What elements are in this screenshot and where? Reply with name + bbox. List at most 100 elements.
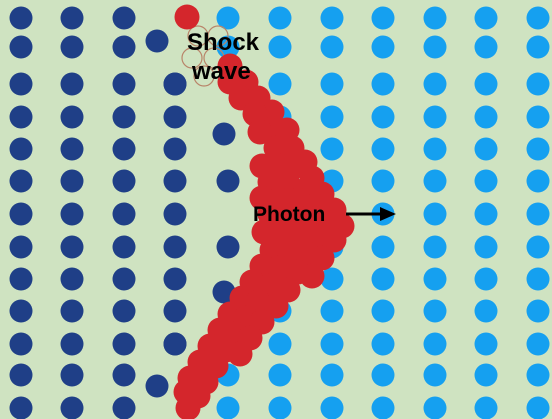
downstream-particle: [371, 72, 395, 96]
downstream-particle: [423, 267, 447, 291]
downstream-particle: [474, 105, 498, 129]
upstream-particle: [216, 169, 240, 193]
downstream-particle: [423, 363, 447, 387]
upstream-particle: [112, 72, 136, 96]
upstream-particle: [112, 267, 136, 291]
downstream-particle: [526, 299, 550, 323]
shock-particle: [174, 4, 200, 30]
shock-particle: [247, 119, 273, 145]
downstream-particle: [423, 169, 447, 193]
downstream-particle: [216, 6, 240, 30]
upstream-particle: [163, 332, 187, 356]
downstream-particle: [268, 332, 292, 356]
shock-particle: [227, 341, 253, 367]
downstream-particle: [474, 299, 498, 323]
downstream-particle: [268, 72, 292, 96]
upstream-particle: [112, 35, 136, 59]
downstream-particle: [320, 105, 344, 129]
upstream-particle: [60, 396, 84, 419]
upstream-particle: [9, 396, 33, 419]
downstream-particle: [423, 137, 447, 161]
outline-circle: [207, 25, 229, 47]
upstream-particle: [60, 105, 84, 129]
downstream-particle: [320, 396, 344, 419]
downstream-particle: [474, 332, 498, 356]
downstream-particle: [474, 235, 498, 259]
upstream-particle: [112, 137, 136, 161]
downstream-particle: [526, 35, 550, 59]
upstream-particle: [9, 202, 33, 226]
upstream-particle: [163, 72, 187, 96]
photon-arrowhead: [380, 207, 396, 221]
upstream-particle: [60, 332, 84, 356]
upstream-particle: [60, 299, 84, 323]
downstream-particle: [371, 105, 395, 129]
downstream-particle: [474, 267, 498, 291]
downstream-particle: [474, 35, 498, 59]
downstream-particle: [526, 396, 550, 419]
downstream-particle: [526, 169, 550, 193]
downstream-particle: [320, 332, 344, 356]
upstream-particle: [112, 363, 136, 387]
downstream-particle: [423, 35, 447, 59]
downstream-particle: [474, 396, 498, 419]
downstream-particle: [320, 299, 344, 323]
upstream-particle: [60, 137, 84, 161]
downstream-particle: [423, 299, 447, 323]
downstream-particle: [526, 363, 550, 387]
upstream-particle: [145, 29, 169, 53]
downstream-particle: [474, 6, 498, 30]
downstream-particle: [423, 6, 447, 30]
upstream-particle: [112, 332, 136, 356]
downstream-particle: [474, 72, 498, 96]
outline-circle: [181, 47, 203, 69]
upstream-particle: [145, 374, 169, 398]
downstream-particle: [320, 363, 344, 387]
upstream-particle: [112, 105, 136, 129]
upstream-particle: [163, 202, 187, 226]
shock-particle: [321, 227, 347, 253]
upstream-particle: [60, 235, 84, 259]
upstream-particle: [60, 202, 84, 226]
downstream-particle: [371, 267, 395, 291]
upstream-particle: [163, 105, 187, 129]
upstream-particles: [9, 6, 240, 419]
downstream-particle: [216, 396, 240, 419]
upstream-particle: [212, 122, 236, 146]
downstream-particle: [526, 6, 550, 30]
upstream-particle: [9, 137, 33, 161]
upstream-particle: [112, 396, 136, 419]
shock-particle: [175, 395, 201, 419]
outline-circle: [193, 65, 215, 87]
upstream-particle: [9, 169, 33, 193]
upstream-particle: [9, 72, 33, 96]
photon-label: Photon: [253, 203, 325, 226]
downstream-particle: [371, 332, 395, 356]
upstream-particle: [216, 235, 240, 259]
downstream-particle: [423, 72, 447, 96]
upstream-particle: [9, 299, 33, 323]
upstream-particle: [60, 6, 84, 30]
downstream-particle: [320, 137, 344, 161]
downstream-particle: [371, 6, 395, 30]
upstream-particle: [112, 235, 136, 259]
upstream-particle: [60, 363, 84, 387]
downstream-particle: [371, 235, 395, 259]
shock-wave-label-line2: wave: [191, 58, 251, 85]
downstream-particle: [423, 396, 447, 419]
upstream-particle: [9, 35, 33, 59]
downstream-particle: [320, 6, 344, 30]
upstream-particle: [9, 267, 33, 291]
downstream-particle: [474, 363, 498, 387]
upstream-particle: [112, 169, 136, 193]
upstream-particle: [60, 72, 84, 96]
downstream-particle: [371, 396, 395, 419]
upstream-particle: [112, 202, 136, 226]
upstream-particle: [112, 6, 136, 30]
downstream-particle: [474, 137, 498, 161]
downstream-particle: [474, 169, 498, 193]
upstream-particle: [60, 35, 84, 59]
downstream-particle: [423, 235, 447, 259]
upstream-particle: [9, 105, 33, 129]
downstream-particle: [526, 137, 550, 161]
